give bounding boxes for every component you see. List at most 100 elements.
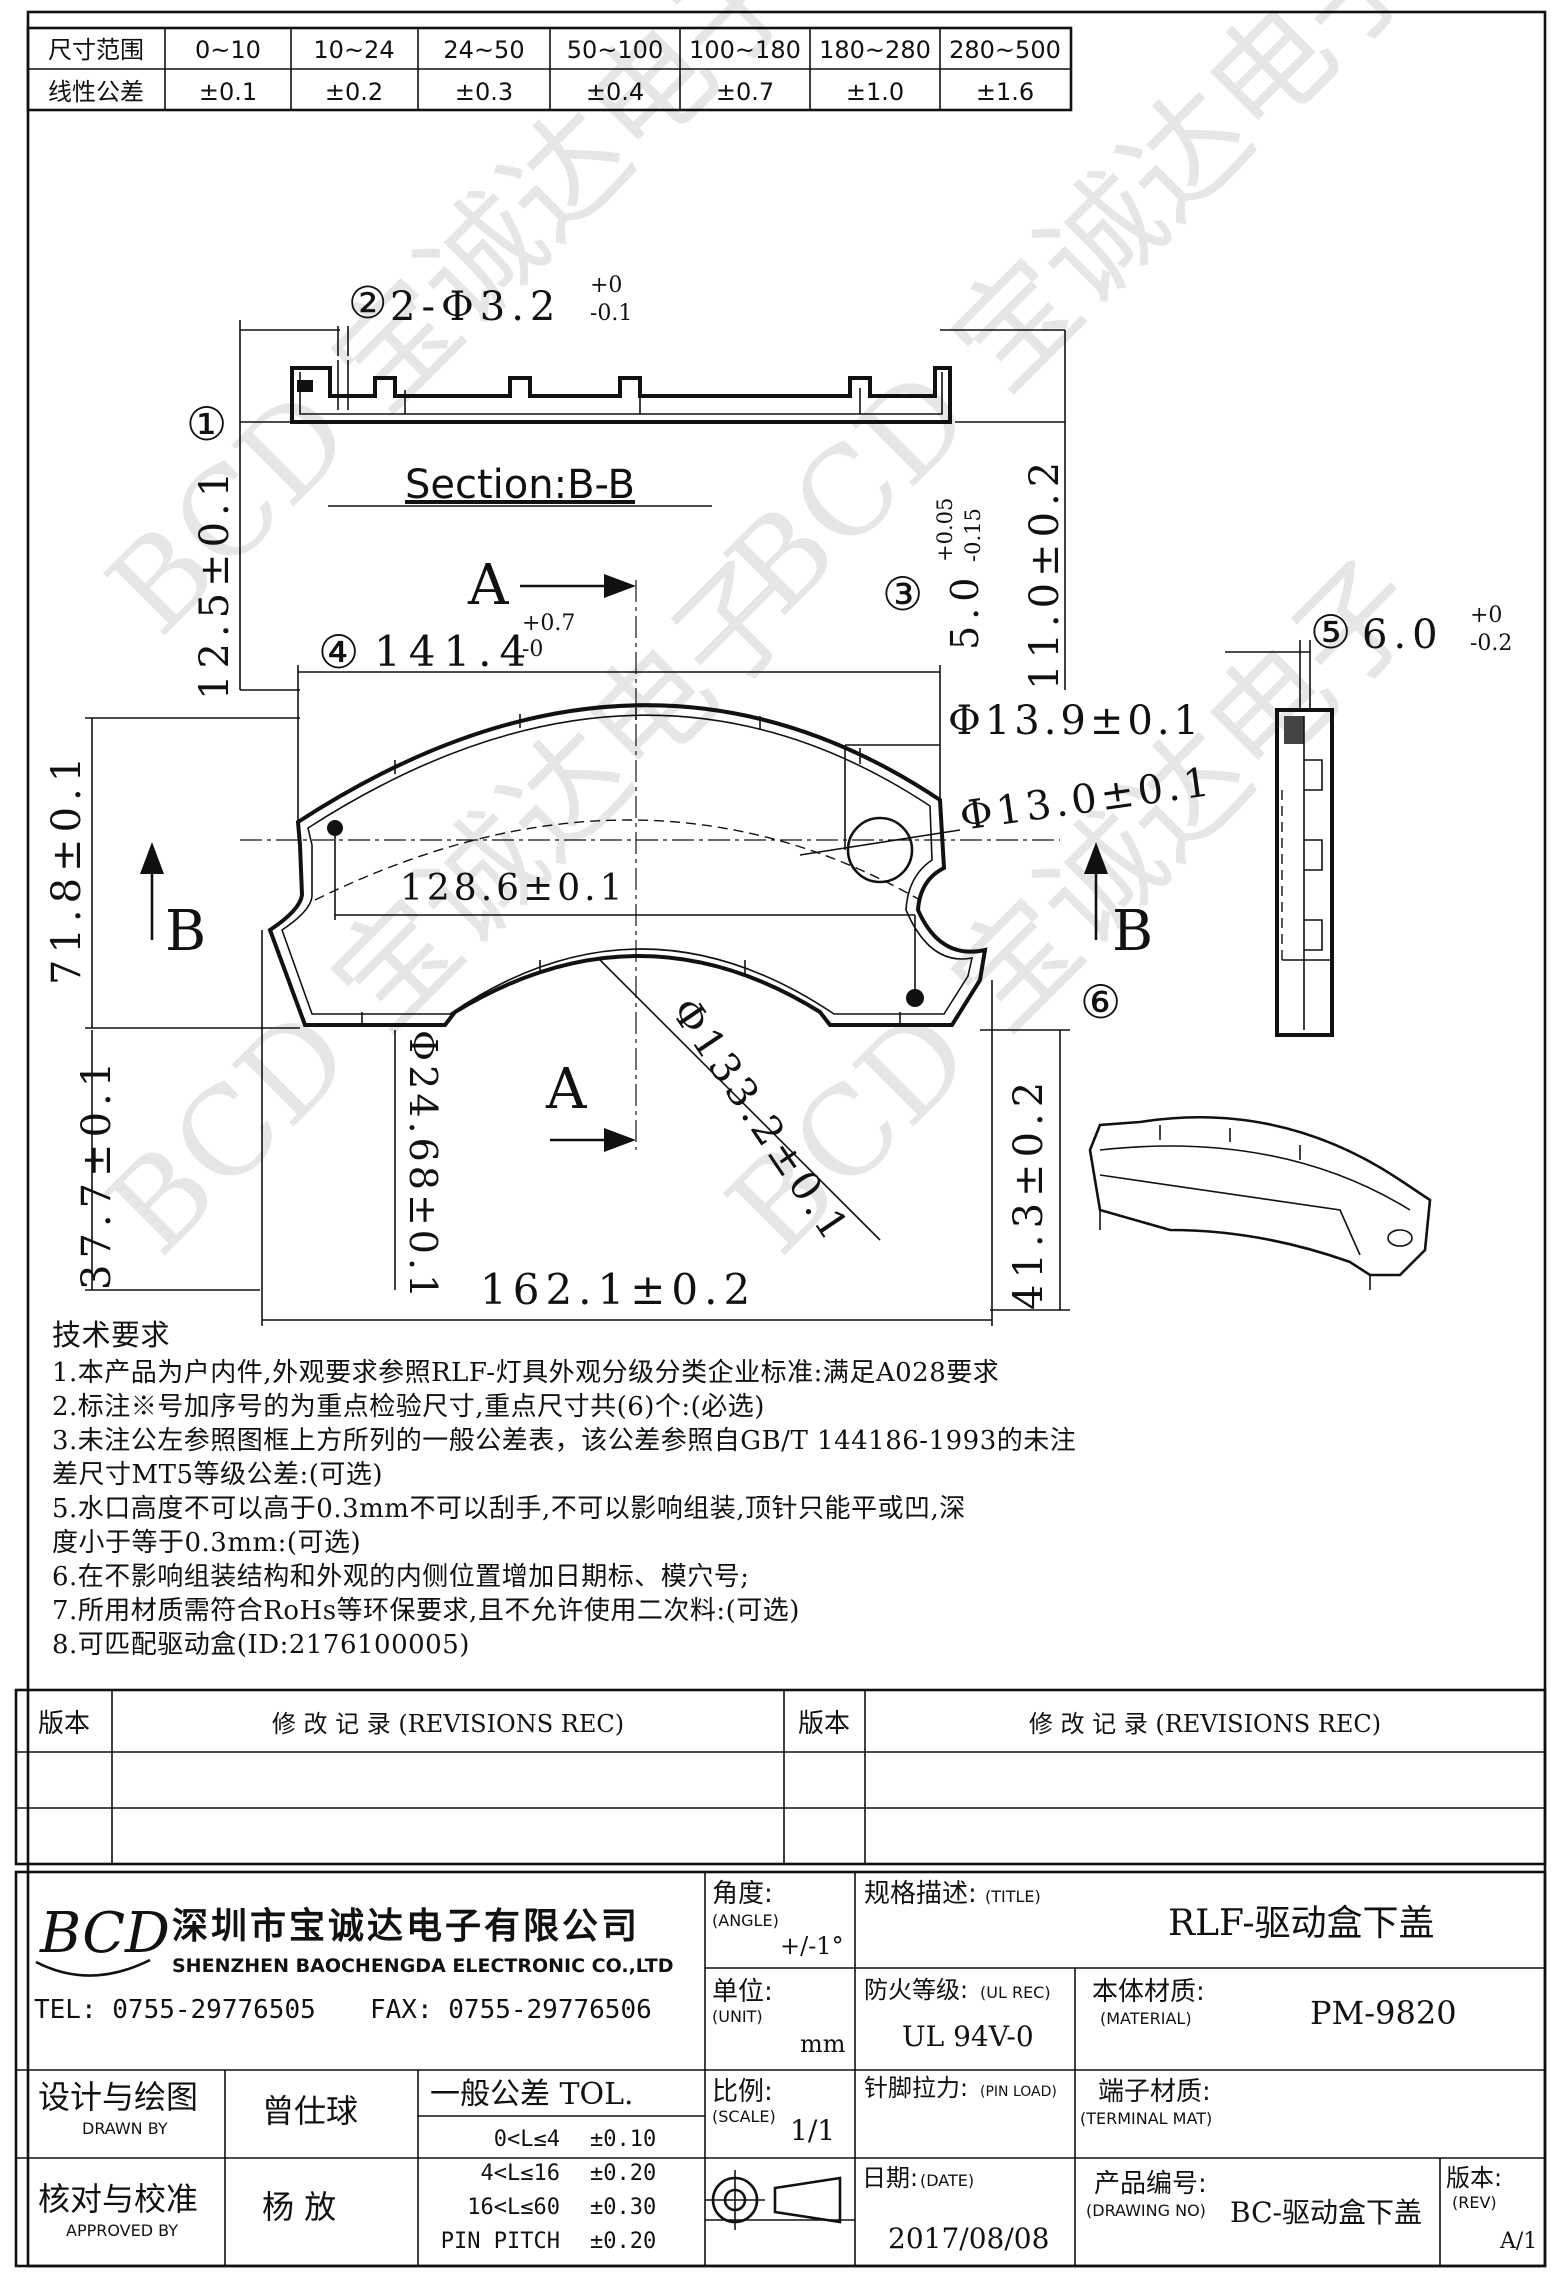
dim-3-lower: -0.15 xyxy=(961,508,985,562)
angle-en: (ANGLE) xyxy=(712,1911,779,1930)
company-fax: FAX: 0755-29776506 xyxy=(370,1995,652,2025)
material-value: PM-9820 xyxy=(1310,1994,1457,2032)
section-title: Section:B-B xyxy=(405,462,635,508)
ul-label: 防火等级: xyxy=(864,1976,968,2004)
note-line: 1.本产品为户内件,外观要求参照RLF-灯具外观分级分类企业标准:满足A028要… xyxy=(52,1358,1000,1388)
material-en: (MATERIAL) xyxy=(1100,2009,1192,2028)
note-line: 7.所用材质需符合RoHs等环保要求,且不允许使用二次料:(可选) xyxy=(52,1596,800,1626)
company-tel: TEL: 0755-29776505 xyxy=(34,1995,316,2025)
dim-11-0: 11.0±0.2 xyxy=(1022,456,1068,690)
tol-range: 100~180 xyxy=(689,36,801,64)
material-label: 本体材质: xyxy=(1092,1977,1205,2007)
drawing-no-label: 产品编号: xyxy=(1094,2169,1207,2199)
terminal-en: (TERMINAL MAT) xyxy=(1080,2109,1212,2128)
tol-range: 10~24 xyxy=(313,36,394,64)
scale-value: 1/1 xyxy=(790,2114,835,2147)
note-line: 差尺寸MT5等级公差:(可选) xyxy=(52,1460,384,1490)
tol-value: ±0.30 xyxy=(590,2195,656,2220)
dim-5-0: 5.0 xyxy=(943,572,987,650)
callout-3: ③ xyxy=(882,567,923,621)
section-a-bottom: A xyxy=(545,1057,587,1122)
dim-141-4: 141.4 xyxy=(374,627,534,676)
dim-2-lower: -0.1 xyxy=(590,301,632,326)
tol-value: ±1.0 xyxy=(846,78,904,106)
dim-phi-24-68: Φ24.68±0.1 xyxy=(401,1030,445,1302)
rev-rec-label-2: 修 改 记 录 (REVISIONS REC) xyxy=(1029,1710,1381,1738)
tol-value: ±0.7 xyxy=(716,78,774,106)
callout-4: ④ xyxy=(318,625,359,679)
angle-value: +/-1° xyxy=(780,1932,844,1960)
dim-41-3: 41.3±0.2 xyxy=(1006,1076,1052,1310)
dim-4-lower: -0 xyxy=(522,637,543,662)
date-label: 日期: xyxy=(862,2164,918,2192)
tol-value: ±0.20 xyxy=(590,2229,656,2254)
svg-text:BCD 宝诚达电子: BCD 宝诚达电子 xyxy=(702,0,1448,641)
drawing-no-en: (DRAWING NO) xyxy=(1086,2201,1206,2220)
title-en: (TITLE) xyxy=(985,1887,1041,1906)
tol-value: ±0.2 xyxy=(325,78,383,106)
date-value: 2017/08/08 xyxy=(888,2222,1049,2255)
tol-range: 280~500 xyxy=(949,36,1061,64)
dim-3-upper: +0.05 xyxy=(933,498,957,562)
note-line: 2.标注※号加序号的为重点检验尺寸,重点尺寸共(6)个:(必选) xyxy=(52,1392,765,1422)
note-line: 6.在不影响组装结构和外观的内侧位置增加日期标、模穴号; xyxy=(52,1562,750,1592)
rev-ver-label-2: 版本 xyxy=(798,1709,850,1739)
company-name-cn: 深圳市宝诚达电子有限公司 xyxy=(172,1906,640,1947)
tol-range: 0~10 xyxy=(195,36,261,64)
date-en: (DATE) xyxy=(920,2171,974,2190)
rev-label: 版本: xyxy=(1446,2164,1502,2192)
rev-value: A/1 xyxy=(1499,2229,1537,2254)
tol-value: ±0.4 xyxy=(586,78,644,106)
tol-value: ±0.3 xyxy=(455,78,513,106)
section-dimensions: ② 2-Φ3.2 +0 -0.1 ① 12.5±0.1 ③ 5.0 +0.05 … xyxy=(186,273,1068,700)
callout-5: ⑤ xyxy=(1310,605,1351,659)
side-view: ⑤ 6.0 +0 -0.2 xyxy=(1225,603,1512,1037)
note-line: 5.水口高度不可以高于0.3mm不可以刮手,不可以影响组装,顶针只能平或凹,深 xyxy=(52,1494,966,1524)
design-label: 设计与绘图 xyxy=(38,2078,198,2116)
hole-small-right xyxy=(906,989,924,1007)
drawing-no-value: BC-驱动盒下盖 xyxy=(1230,2196,1422,2229)
tol-value: ±0.1 xyxy=(199,78,257,106)
main-plan-view xyxy=(240,580,1060,1150)
dim-128-6: 128.6±0.1 xyxy=(400,868,626,909)
callout-1: ① xyxy=(186,397,227,451)
dim-162-1: 162.1±0.2 xyxy=(480,1265,756,1314)
tol-value: ±1.6 xyxy=(976,78,1034,106)
tol-range: 24~50 xyxy=(443,36,524,64)
callout-6: ⑥ xyxy=(1080,975,1121,1029)
design-en: DRAWN BY xyxy=(82,2119,168,2138)
tol-value: ±0.20 xyxy=(590,2161,656,2186)
hole-small-left xyxy=(327,820,343,836)
terminal-label: 端子材质: xyxy=(1098,2077,1211,2107)
dim-6-0: 6.0 xyxy=(1362,612,1444,658)
ul-en: (UL REC) xyxy=(980,1983,1051,2002)
rev-ver-label: 版本 xyxy=(38,1709,90,1739)
check-value: 杨 放 xyxy=(262,2188,336,2226)
note-line: 度小于等于0.3mm:(可选) xyxy=(52,1528,362,1558)
dim-2-hole: 2-Φ3.2 xyxy=(390,284,561,330)
tol-range: 4<L≤16 xyxy=(481,2161,560,2186)
ul-value: UL 94V-0 xyxy=(902,2020,1034,2053)
section-b-right: B xyxy=(1112,899,1153,964)
hole-large xyxy=(846,816,914,884)
rev-en: (REV) xyxy=(1452,2193,1497,2212)
tol-range: 50~100 xyxy=(567,36,663,64)
logo-swoosh xyxy=(35,1958,151,1977)
rev-rec-label: 修 改 记 录 (REVISIONS REC) xyxy=(272,1710,624,1738)
tol-row1-label: 尺寸范围 xyxy=(48,36,144,64)
angle-label: 角度: xyxy=(712,1879,773,1909)
section-b-left: B xyxy=(165,899,206,964)
tol-range: 180~280 xyxy=(819,36,931,64)
tol-row2-label: 线性公差 xyxy=(48,78,144,106)
projection-symbol xyxy=(705,2170,842,2230)
unit-value: mm xyxy=(800,2030,846,2058)
tolerance-table: 尺寸范围 线性公差 0~10 10~24 24~50 50~100 100~18… xyxy=(26,26,1073,112)
pin-label: 针脚拉力: xyxy=(864,2074,968,2102)
tol-range: 0<L≤4 xyxy=(494,2127,560,2152)
dim-12-5: 12.5±0.1 xyxy=(192,466,238,700)
check-label: 核对与校准 xyxy=(38,2180,198,2218)
dim-5-upper: +0 xyxy=(1470,603,1502,628)
plan-dimensions: ④ 141.4 +0.7 -0 A A B B Φ13.9±0.1 Φ13.0±… xyxy=(44,553,1216,1326)
scale-en: (SCALE) xyxy=(712,2107,776,2126)
